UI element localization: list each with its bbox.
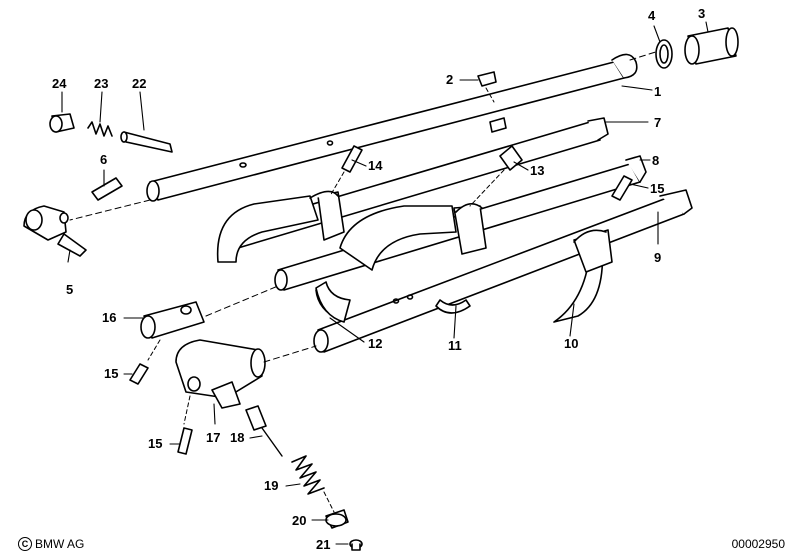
callout-2: 2 xyxy=(446,72,453,87)
plunger-18 xyxy=(245,405,283,457)
copyright-text: BMW AG xyxy=(35,537,85,551)
pin-15-right xyxy=(611,175,633,201)
selector-housing-17 xyxy=(175,339,317,425)
pin-14 xyxy=(329,145,363,197)
callout-15-right: 15 xyxy=(650,181,664,196)
shift-finger-5 xyxy=(23,205,87,257)
bushing-3 xyxy=(684,27,739,65)
callout-21: 21 xyxy=(316,537,330,552)
callout-1: 1 xyxy=(654,84,661,99)
callout-11: 11 xyxy=(448,338,462,353)
callout-4: 4 xyxy=(648,8,656,23)
callout-6: 6 xyxy=(100,152,107,167)
callout-10: 10 xyxy=(564,336,578,351)
pin-15-lower xyxy=(177,427,193,455)
callout-16: 16 xyxy=(102,310,116,325)
shift-block-16 xyxy=(140,285,279,361)
shift-fork-left xyxy=(216,190,345,263)
spring-19 xyxy=(291,455,335,513)
callout-3: 3 xyxy=(698,6,705,21)
document-number: 00002950 xyxy=(731,537,785,551)
callout-14: 14 xyxy=(368,158,383,173)
cap-nut-24 xyxy=(49,113,75,133)
leader-lines xyxy=(61,21,709,545)
callout-15-lower: 15 xyxy=(148,436,162,451)
circlip-4 xyxy=(655,39,673,69)
callout-18: 18 xyxy=(230,430,244,445)
fork-12-arm xyxy=(315,281,351,323)
roll-pin-6 xyxy=(91,177,123,201)
callout-7: 7 xyxy=(654,115,661,130)
fork-11-underside xyxy=(435,299,471,314)
cap-20 xyxy=(325,509,349,529)
callout-15-left: 15 xyxy=(104,366,118,381)
copyright: C BMW AG xyxy=(18,537,84,551)
shift-fork-middle xyxy=(315,203,487,321)
callout-22: 22 xyxy=(132,76,146,91)
callout-17: 17 xyxy=(206,430,220,445)
callout-24: 24 xyxy=(52,76,67,91)
shift-fork-10 xyxy=(553,229,613,323)
callout-13: 13 xyxy=(530,163,544,178)
callout-8: 8 xyxy=(652,153,659,168)
callout-labels: 1 2 3 4 5 6 7 8 9 10 11 12 13 14 15 15 1… xyxy=(52,6,705,552)
callout-19: 19 xyxy=(264,478,278,493)
callout-5: 5 xyxy=(66,282,73,297)
screw-21 xyxy=(349,539,363,551)
callout-12: 12 xyxy=(368,336,382,351)
copyright-icon: C xyxy=(18,537,32,551)
callout-23: 23 xyxy=(94,76,108,91)
pin-15-left xyxy=(129,363,149,385)
callout-9: 9 xyxy=(654,250,661,265)
callout-20: 20 xyxy=(292,513,306,528)
clip-2 xyxy=(477,71,507,133)
shift-rod-1 xyxy=(69,49,663,221)
pin-22 xyxy=(120,131,173,153)
spring-23 xyxy=(87,121,113,137)
